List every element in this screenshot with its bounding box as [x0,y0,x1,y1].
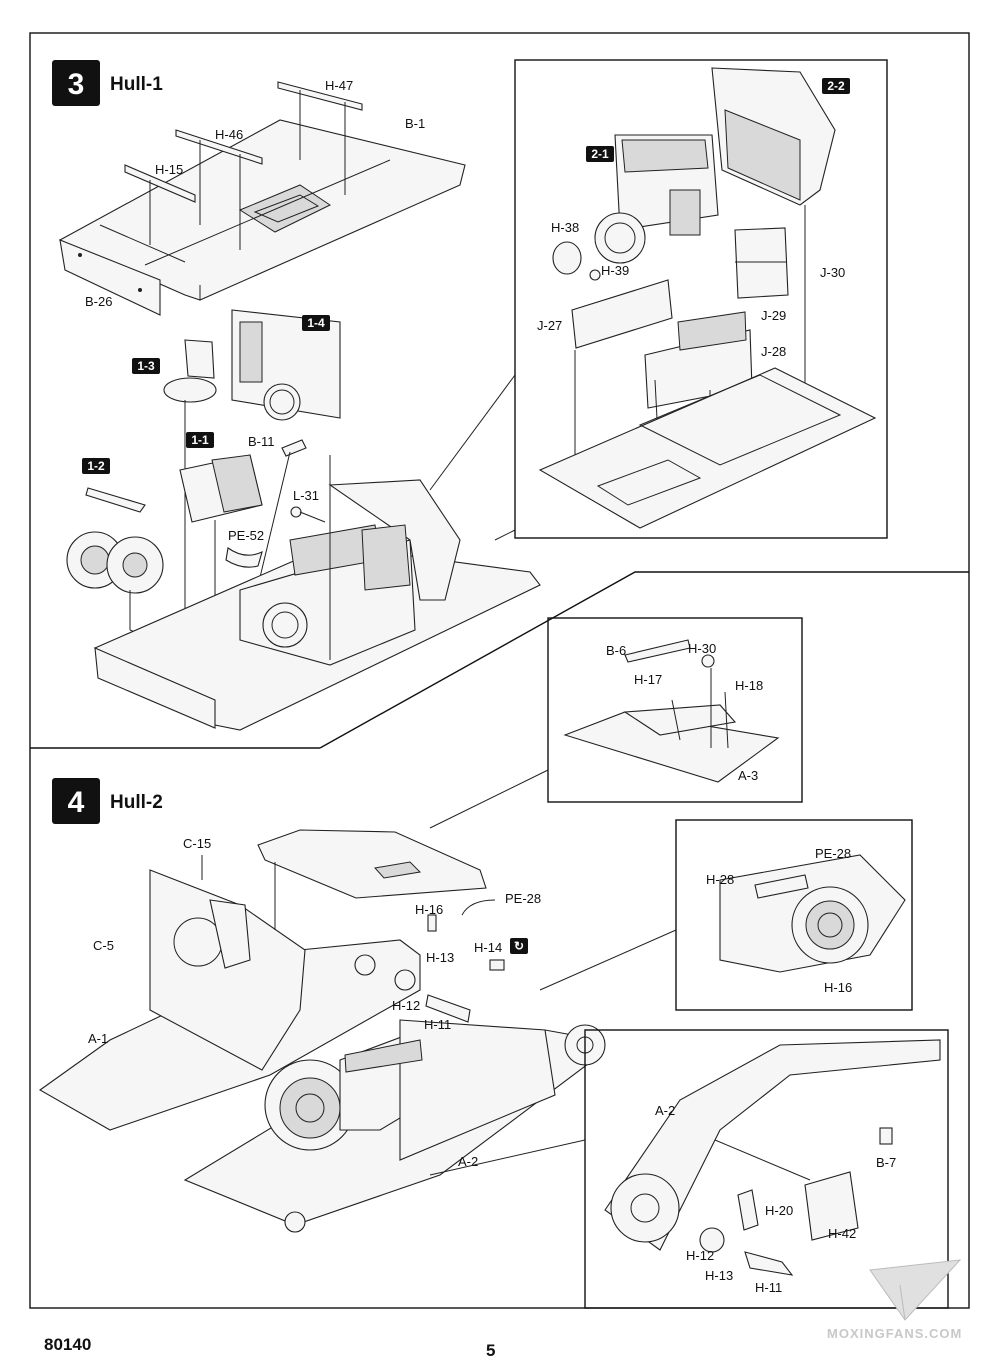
badge-1-2-text: 1-2 [87,459,105,473]
part-pe52 [225,547,263,568]
part-h16-pe28 [427,899,496,932]
badge-1-2 [82,458,110,474]
subassembly-1-1-engine [179,454,263,690]
footer-page-number: 5 [486,1341,495,1360]
hull-2-top-deck [257,829,487,930]
subassembly-1-4-firewall [231,309,341,421]
label-h38: H-38 [551,220,579,235]
inset-pe28-drawing [719,854,906,973]
label-h16-a: H-16 [415,902,443,917]
step-4-number: 4 [68,786,85,819]
inset-engine-bay-drawing [538,67,877,529]
inset-a3 [547,617,803,803]
label-b26: B-26 [85,294,112,309]
badge-2-1 [586,146,614,162]
label-a3: A-3 [738,768,758,783]
part-h46 [175,129,263,250]
arrow-badge-h14 [510,938,528,954]
hull-floor-b1 [58,119,466,301]
label-h15: H-15 [155,162,183,177]
inset-a2-drawing [604,1039,941,1276]
step-4-header: 4 Hull-2 [52,778,163,824]
step-4-number-box [52,778,100,824]
step-4-title: Hull-2 [110,792,163,813]
label-h13-a: H-13 [426,950,454,965]
part-h15 [124,164,196,245]
label-j30: J-30 [820,265,845,280]
footer-code: 80140 [44,1335,91,1354]
label-j29: J-29 [761,308,786,323]
label-h12-b: H-12 [686,1248,714,1263]
hull-2-left-side [38,855,421,1131]
part-h47 [277,81,363,195]
step-3-header: 3 Hull-1 [52,60,163,106]
label-h39: H-39 [601,263,629,278]
label-b7: B-7 [876,1155,896,1170]
label-h42: H-42 [828,1226,856,1241]
badge-2-2 [822,78,850,94]
label-pe28-b: PE-28 [815,846,851,861]
step-separator-diagonal [319,571,969,749]
watermark: MOXINGFANS.COM [827,1326,962,1341]
page-frame [29,32,970,1309]
step-3-title: Hull-1 [110,74,163,95]
label-j28: J-28 [761,344,786,359]
label-l31: L-31 [293,488,319,503]
label-a1: A-1 [88,1031,108,1046]
callout-line-a [429,374,516,491]
label-h30: H-30 [688,641,716,656]
subassembly-1-3-seat [163,339,217,680]
label-b1: B-1 [405,116,425,131]
part-l31 [290,506,326,523]
badge-1-3 [132,358,160,374]
label-h46: H-46 [215,127,243,142]
label-h47: H-47 [325,78,353,93]
arrow-badge-h14-glyph: ↻ [514,939,524,953]
label-pe52: PE-52 [228,528,264,543]
label-h17: H-17 [634,672,662,687]
hull-1-assembly [93,455,541,731]
step-3-number: 3 [68,68,85,101]
label-j27: J-27 [537,318,562,333]
inset-engine-bay [514,59,888,539]
badge-2-2-text: 2-2 [827,79,845,93]
label-h14: H-14 [474,940,502,955]
badge-2-1-text: 2-1 [591,147,609,161]
label-c15: C-15 [183,836,211,851]
callout-line-d [539,929,677,991]
hull-2-right-side [183,954,606,1233]
inset-a2 [584,1029,949,1309]
label-h11-a: H-11 [424,1017,451,1032]
parts-h11-h14 [394,959,505,1023]
label-h12-a: H-12 [392,998,420,1013]
badge-1-1-text: 1-1 [191,433,209,447]
label-h18: H-18 [735,678,763,693]
paper-plane-icon [869,1259,962,1321]
badge-1-1 [186,432,214,448]
callout-line-e [429,1139,586,1176]
callout-line-c [429,769,549,829]
part-b26 [59,224,186,316]
inset-pe28 [675,819,913,1011]
subassembly-1-2-wheels [66,487,181,651]
label-b6: B-6 [606,643,626,658]
inset-a3-drawing [563,639,780,783]
label-h16-b: H-16 [824,980,852,995]
label-h11-b: H-11 [755,1280,782,1295]
step-3-number-box [52,60,100,106]
label-pe28-a: PE-28 [505,891,541,906]
badge-1-3-text: 1-3 [137,359,155,373]
label-h13-b: H-13 [705,1268,733,1283]
callout-line-b [494,529,516,541]
label-h28: H-28 [706,872,734,887]
badge-1-4 [302,315,330,331]
label-b11: B-11 [248,434,275,449]
label-c5: C-5 [93,938,114,953]
badge-1-4-text: 1-4 [307,316,325,330]
label-a2-b: A-2 [655,1103,675,1118]
label-h20: H-20 [765,1203,793,1218]
